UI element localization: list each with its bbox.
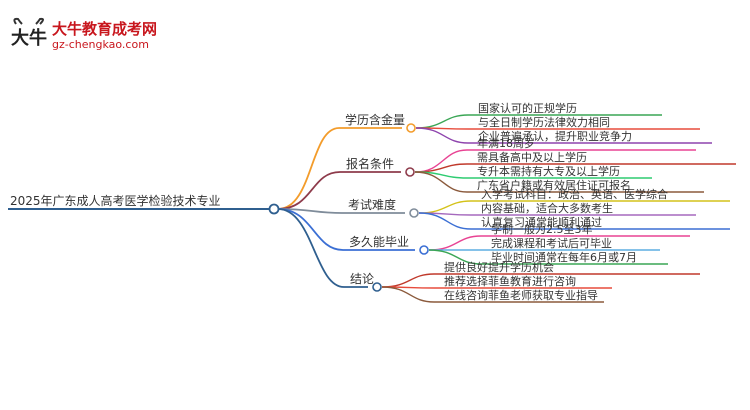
- leaf-label: 学制一般为2.5至3年: [491, 222, 593, 236]
- leaf-label: 广东省户籍或有效居住证可报名: [477, 178, 631, 192]
- leaf-label: 提供良好提升学历机会: [444, 260, 554, 274]
- leaf-label: 与全日制学历法律效力相同: [478, 115, 610, 129]
- branch-node-circle[interactable]: [372, 282, 382, 292]
- branch-label: 结论: [350, 272, 374, 286]
- site-logo[interactable]: 大牛 大牛教育成考网 gz-chengkao.com: [10, 14, 160, 54]
- leaf-label: 企业普遍承认，提升职业竞争力: [478, 129, 632, 143]
- branch-node-circle[interactable]: [406, 123, 416, 133]
- mind-map-nodes: 2025年广东成人高考医学检验技术专业 学历含金量 国家认可的正规学历与全日制学历法…: [10, 101, 668, 302]
- branch-connector: [277, 127, 340, 210]
- leaf-label: 年满18周岁: [477, 136, 535, 150]
- leaf-label: 需具备高中及以上学历: [477, 150, 587, 164]
- leaf-connector: [415, 114, 469, 129]
- leaf-label: 完成课程和考试后可毕业: [491, 236, 612, 250]
- leaf-label: 内容基础，适合大多数考生: [481, 201, 613, 215]
- leaf-connector: [418, 200, 472, 214]
- leaf-connector: [428, 235, 482, 251]
- leaf-connector: [414, 171, 468, 193]
- site-url[interactable]: gz-chengkao.com: [52, 38, 149, 51]
- branch-label: 考试难度: [348, 197, 396, 212]
- leaf-connector: [381, 273, 435, 288]
- branch-label: 多久能毕业: [349, 235, 409, 249]
- branch-connector: [277, 208, 345, 288]
- bull-logo-icon: 大牛: [11, 17, 47, 49]
- mind-map-edges: [8, 114, 736, 303]
- leaf-label: 推荐选择菲鱼教育进行咨询: [444, 274, 576, 288]
- root-node-circle[interactable]: [268, 203, 280, 215]
- leaf-connector: [428, 249, 482, 265]
- branch-node-circle[interactable]: [405, 167, 415, 177]
- branch-label: 学历含金量: [345, 112, 405, 127]
- branch-node-circle[interactable]: [409, 208, 419, 218]
- branch-node-circle[interactable]: [419, 245, 429, 255]
- leaf-label: 国家认可的正规学历: [478, 101, 577, 115]
- leaf-label: 专升本需持有大专及以上学历: [477, 164, 620, 178]
- root-node-label: 2025年广东成人高考医学检验技术专业: [10, 193, 221, 208]
- leaf-label: 毕业时间通常在每年6月或7月: [491, 250, 637, 264]
- branch-label: 报名条件: [346, 156, 394, 171]
- site-title: 大牛教育成考网: [52, 20, 158, 38]
- branch-connector: [277, 208, 344, 251]
- leaf-connector: [415, 127, 469, 144]
- leaf-label: 入学考试科目：政治、英语、医学综合: [481, 187, 668, 201]
- branch-connector: [277, 171, 341, 210]
- leaf-label: 在线咨询菲鱼老师获取专业指导: [444, 288, 598, 302]
- leaf-connector: [381, 286, 435, 303]
- leaf-connector: [418, 212, 472, 230]
- logo-mark-text: 大牛: [11, 27, 47, 49]
- leaf-label: 认真复习通常能顺利通过: [481, 215, 602, 229]
